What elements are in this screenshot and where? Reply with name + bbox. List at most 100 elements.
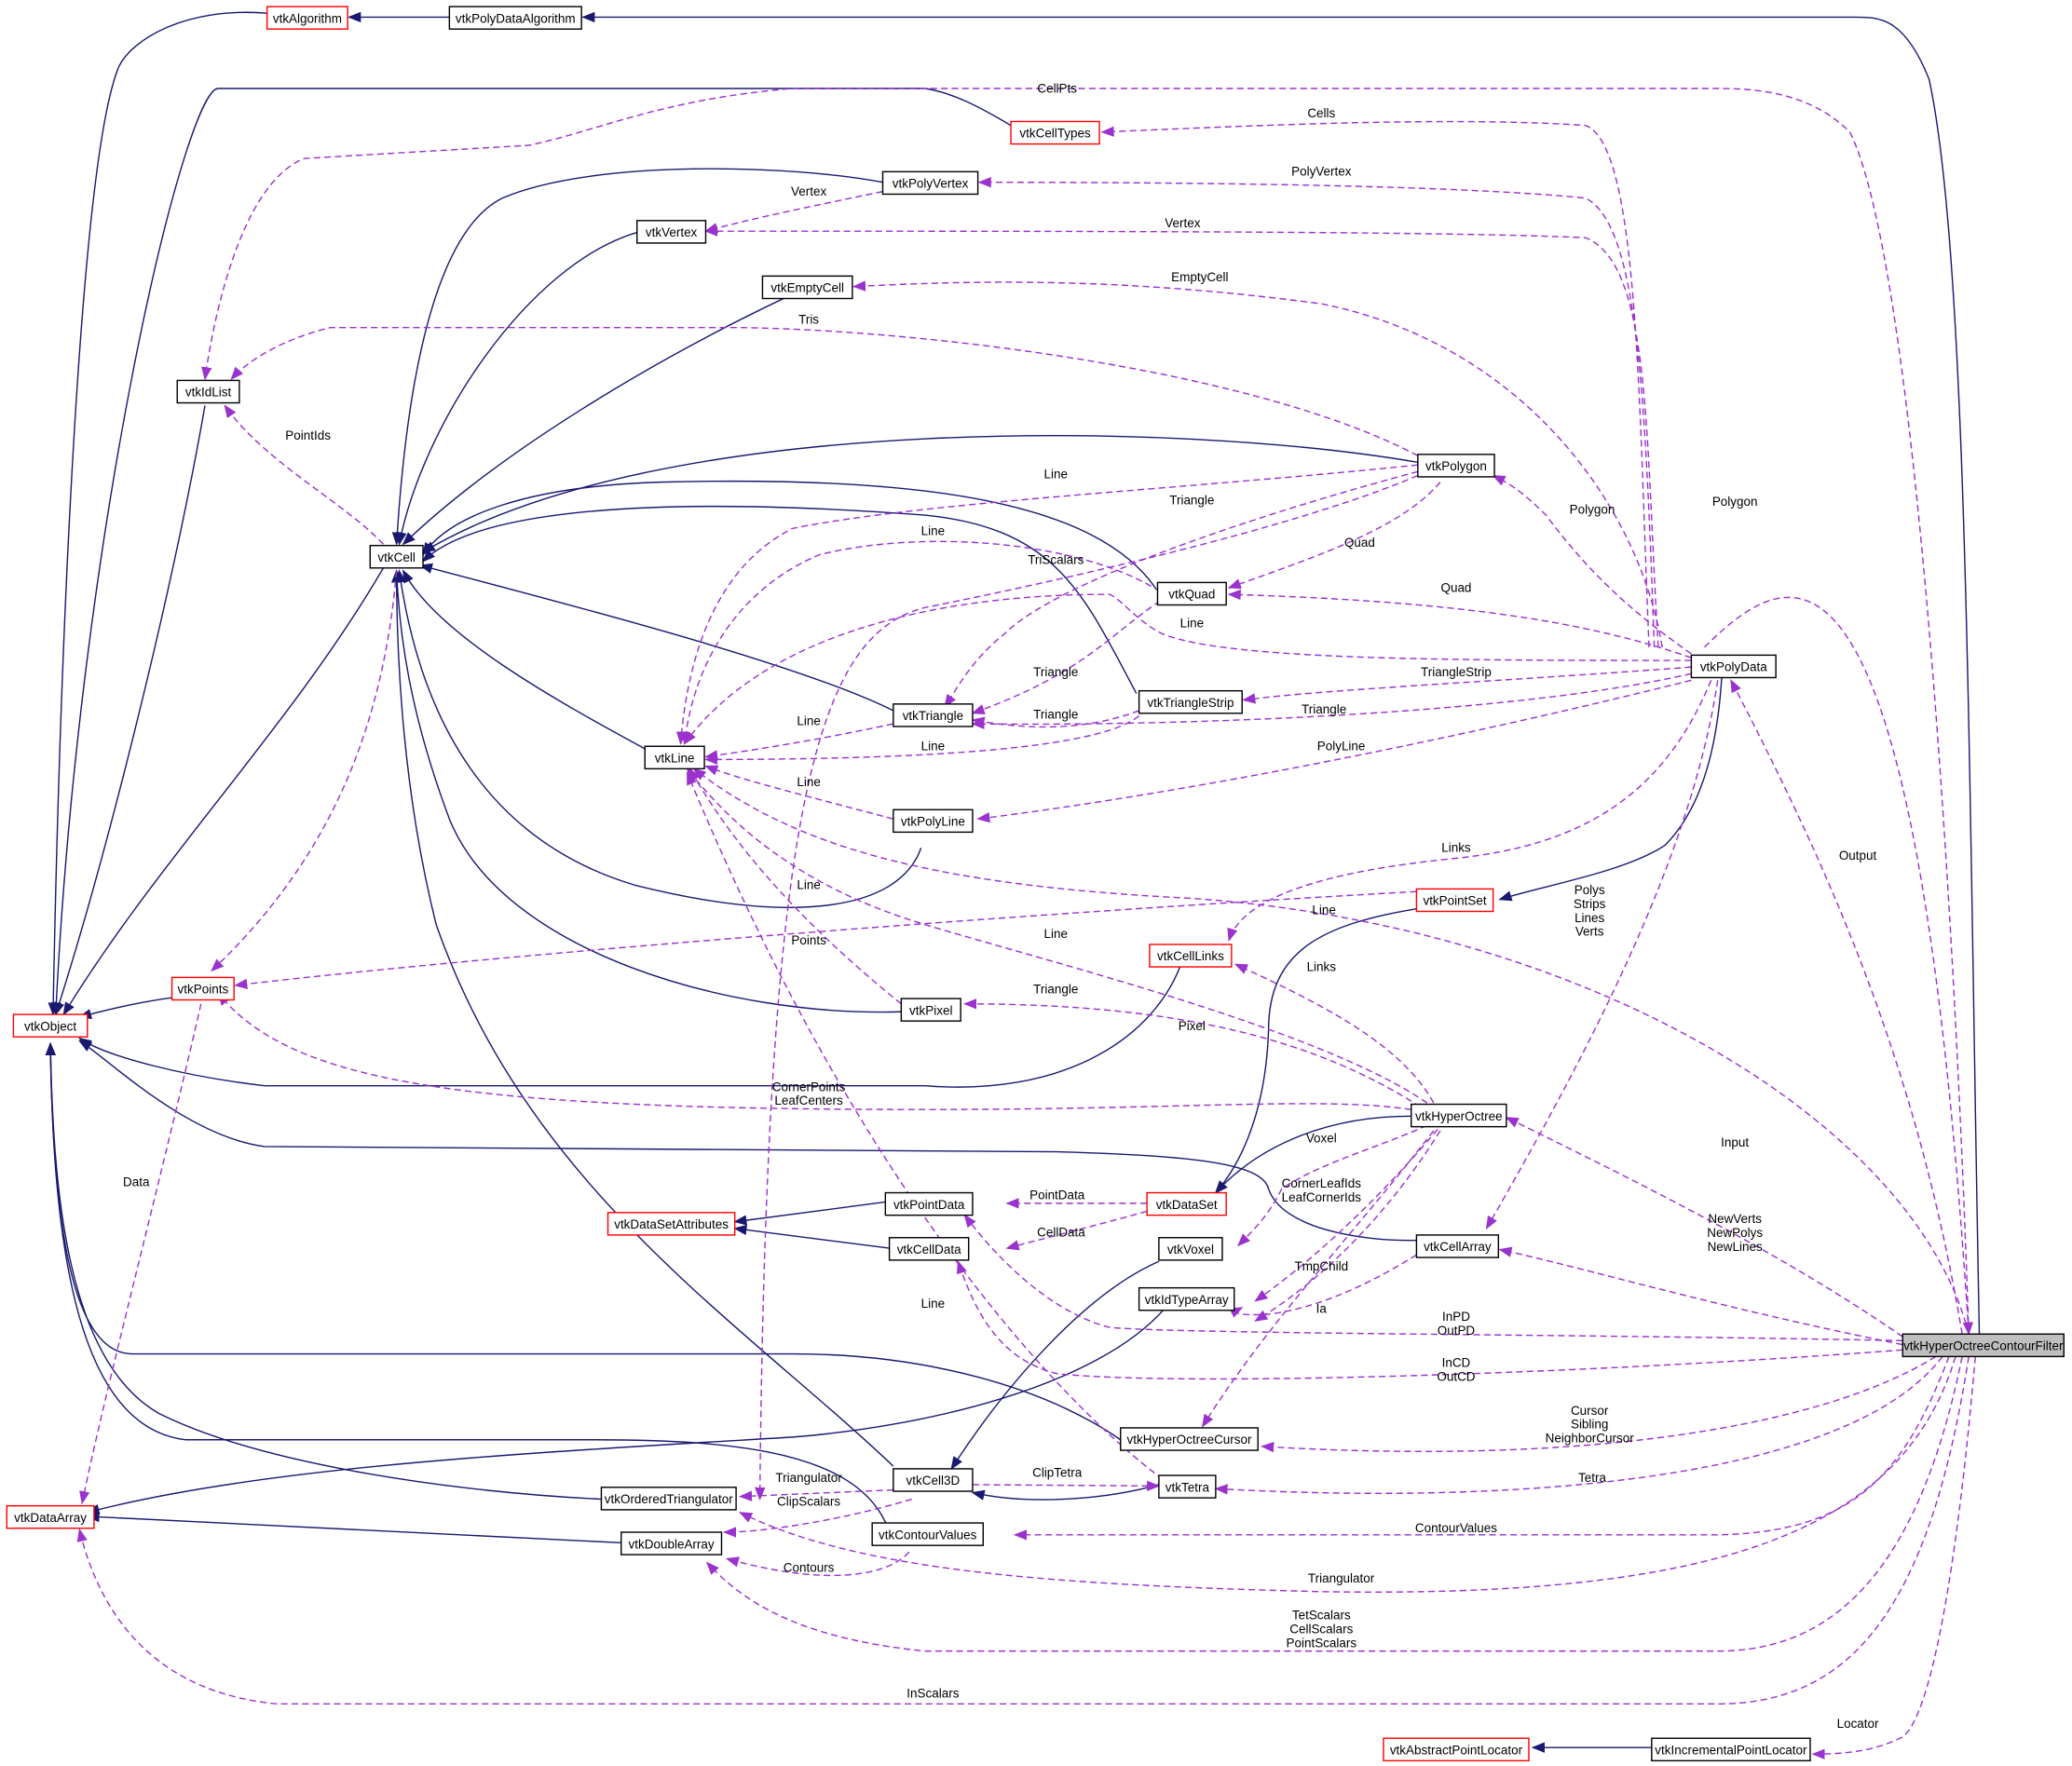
edge-use (1261, 1355, 1937, 1453)
class-node-vtk-line[interactable]: vtkLine (644, 745, 705, 770)
class-node-vtk-empty-cell[interactable]: vtkEmptyCell (761, 275, 853, 300)
node-label: vtkAlgorithm (273, 11, 342, 25)
edge-label: Data (123, 1175, 150, 1189)
class-node-vtk-quad[interactable]: vtkQuad (1156, 581, 1227, 606)
class-node-vtk-vertex[interactable]: vtkVertex (636, 220, 707, 244)
class-node-vtk-hyper-octree-cursor[interactable]: vtkHyperOctreeCursor (1120, 1427, 1259, 1451)
edge-label: TriangleStrip (1421, 665, 1492, 679)
class-node-vtk-object[interactable]: vtkObject (12, 1013, 89, 1038)
class-node-vtk-incremental-point-locator[interactable]: vtkIncrementalPointLocator (1651, 1737, 1811, 1762)
node-box (620, 1531, 723, 1555)
edge-inherit (1498, 677, 1723, 902)
node-label: vtkOrderedTriangulator (605, 1492, 734, 1506)
class-node-vtk-cell-links[interactable]: vtkCellLinks (1149, 944, 1233, 968)
edge-label: Line (921, 739, 945, 753)
class-node-vtk-contour-values[interactable]: vtkContourValues (871, 1522, 984, 1546)
class-node-vtk-triangle-strip[interactable]: vtkTriangleStrip (1138, 689, 1243, 714)
node-label: vtkPixel (909, 1003, 952, 1017)
edge-use (1485, 680, 1719, 1230)
class-node-vtk-ordered-triangulator[interactable]: vtkOrderedTriangulator (600, 1487, 737, 1511)
edge-inherit (1214, 1115, 1411, 1194)
edge-use (704, 225, 1659, 647)
class-node-vtk-voxel[interactable]: vtkVoxel (1158, 1237, 1223, 1261)
class-node-vtk-data-set-attributes[interactable]: vtkDataSetAttributes (607, 1212, 736, 1236)
class-node-vtk-algorithm[interactable]: vtkAlgorithm (266, 6, 348, 30)
node-label: vtkPointSet (1423, 894, 1486, 908)
edge-use (977, 177, 1656, 647)
class-node-vtk-id-type-array[interactable]: vtkIdTypeArray (1138, 1286, 1235, 1311)
class-node-vtk-poly-vertex[interactable]: vtkPolyVertex (881, 170, 979, 196)
class-node-vtk-poly-data-algorithm[interactable]: vtkPolyDataAlgorithm (448, 6, 582, 30)
node-box (369, 544, 424, 569)
class-node-vtk-hyper-octree[interactable]: vtkHyperOctree (1411, 1103, 1507, 1128)
class-node-vtk-cell[interactable]: vtkCell (369, 544, 424, 569)
node-label: vtkCell (377, 550, 415, 564)
node-box (893, 1468, 974, 1492)
class-node-vtk-poly-line[interactable]: vtkPolyLine (893, 808, 974, 834)
class-node-vtk-data-set[interactable]: vtkDataSet (1146, 1191, 1227, 1216)
edges (45, 11, 1981, 1759)
node-label: vtkContourValues (879, 1528, 977, 1542)
edge-inherit (86, 1511, 621, 1544)
edge-use (686, 771, 1164, 1480)
class-node-vtk-hyper-octree-contour-filter[interactable]: vtkHyperOctreeContourFilter (1902, 1333, 2065, 1358)
node-box (636, 220, 707, 244)
edge-use (79, 1003, 202, 1505)
class-node-vtk-point-data[interactable]: vtkPointData (884, 1191, 974, 1216)
node-label: vtkAbstractPointLocator (1390, 1743, 1523, 1757)
node-label: vtkIncrementalPointLocator (1655, 1743, 1807, 1757)
class-node-vtk-data-array[interactable]: vtkDataArray (6, 1504, 95, 1529)
class-node-vtk-double-array[interactable]: vtkDoubleArray (620, 1531, 723, 1555)
edge-label: NewVerts (1708, 1212, 1762, 1226)
edge-use (688, 768, 902, 1005)
edge-use (211, 570, 398, 972)
edge-label: Ia (1316, 1302, 1328, 1316)
edge-label: Links (1307, 959, 1337, 973)
edge-inherit (50, 88, 1012, 1016)
node-label: vtkPoints (178, 983, 229, 997)
edge-use (230, 326, 1419, 456)
class-node-vtk-cell3d[interactable]: vtkCell3D (893, 1468, 974, 1492)
class-node-vtk-abstract-point-locator[interactable]: vtkAbstractPointLocator (1383, 1737, 1530, 1762)
node-label: vtkEmptyCell (770, 281, 844, 295)
class-node-vtk-points[interactable]: vtkPoints (170, 976, 235, 1001)
edge-label: Triangle (1033, 707, 1078, 721)
class-node-vtk-point-set[interactable]: vtkPointSet (1415, 888, 1494, 913)
class-node-vtk-tetra[interactable]: vtkTetra (1158, 1474, 1217, 1499)
edge-label: Polys (1574, 883, 1605, 897)
node-box (1010, 120, 1100, 145)
edge-label: Polygon (1712, 495, 1758, 509)
node-box (607, 1212, 736, 1236)
edge-label: Verts (1575, 925, 1604, 939)
node-label: vtkPolyLine (901, 815, 965, 829)
node-label: vtkDataSet (1156, 1198, 1218, 1212)
class-node-vtk-cell-array[interactable]: vtkCellArray (1415, 1234, 1500, 1258)
edge-use (956, 1259, 1903, 1380)
edge-label: PolyLine (1317, 739, 1366, 753)
class-node-vtk-pixel[interactable]: vtkPixel (900, 998, 961, 1022)
edge-inherit (391, 168, 883, 546)
class-node-vtk-poly-data[interactable]: vtkPolyData (1690, 654, 1777, 679)
edge-label: InPD (1442, 1310, 1470, 1324)
class-node-vtk-triangle[interactable]: vtkTriangle (893, 703, 974, 727)
node-box (1902, 1333, 2065, 1358)
class-node-vtk-cell-data[interactable]: vtkCellData (888, 1237, 970, 1261)
node-box (884, 1191, 974, 1216)
class-node-vtk-polygon[interactable]: vtkPolygon (1417, 454, 1495, 478)
node-label: vtkLine (655, 751, 695, 765)
edge-inherit (421, 435, 1418, 553)
class-node-vtk-id-list[interactable]: vtkIdList (176, 379, 240, 404)
node-box (266, 6, 348, 30)
class-node-vtk-cell-types[interactable]: vtkCellTypes (1010, 120, 1100, 145)
edge-inherit (48, 11, 267, 1016)
node-box (761, 275, 853, 300)
edge-label: EmptyCell (1171, 270, 1228, 284)
edge-use (963, 1214, 1903, 1342)
edge-inherit (62, 567, 385, 1016)
edge-label: Pixel (1179, 1019, 1206, 1033)
edge-label: Tris (798, 312, 819, 326)
edge-label: Triangle (1033, 982, 1078, 996)
edge-use (201, 88, 1970, 1335)
node-box (1415, 888, 1494, 913)
